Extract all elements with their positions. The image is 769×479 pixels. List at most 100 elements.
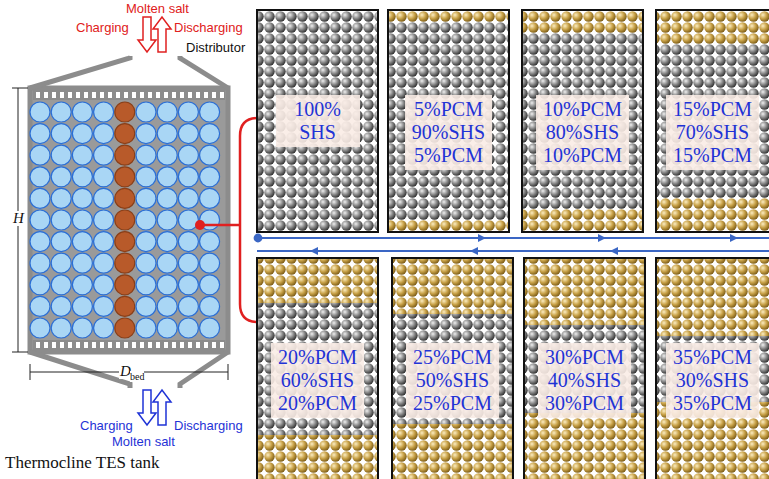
filler-particle: [178, 232, 198, 252]
discharging-arrows: [138, 390, 171, 425]
filler-particle: [51, 296, 71, 316]
filler-particle: [94, 232, 114, 252]
pcm-ground: [258, 435, 377, 479]
panel-border: [656, 10, 769, 232]
distributor-slot: [164, 342, 168, 348]
panel-border: [388, 10, 509, 232]
pcm-ground: [389, 220, 508, 231]
filler-particle: [30, 232, 50, 252]
filler-particle: [94, 253, 114, 273]
pcm-layer: [393, 259, 512, 314]
distributor-slot: [116, 342, 120, 348]
distributor-slot: [44, 342, 48, 348]
filler-particle: [157, 232, 177, 252]
distributor-slot: [44, 92, 48, 98]
distributor-slot: [220, 342, 224, 348]
filler-particle: [72, 318, 92, 338]
filler-particle: [157, 124, 177, 144]
panel-border: [656, 258, 769, 479]
distributor-slot: [148, 92, 152, 98]
filler-particle: [200, 253, 220, 273]
thermocouple-particle: [115, 232, 135, 252]
flow-label: Molten salt: [112, 434, 175, 449]
shs-layer: [657, 259, 769, 479]
filler-particle: [51, 253, 71, 273]
filler-particle: [72, 296, 92, 316]
filler-particle: [30, 318, 50, 338]
distributor-slot: [108, 92, 112, 98]
filler-particle: [72, 275, 92, 295]
thermocouple-particle: [115, 145, 135, 165]
filler-particle: [136, 102, 156, 122]
filler-particle: [94, 145, 114, 165]
packing-panels: [257, 10, 769, 479]
pcm-ground: [525, 259, 644, 325]
filler-particle: [51, 232, 71, 252]
distributor-slot: [100, 92, 104, 98]
charging-arrows: [138, 17, 171, 52]
flow-label: Molten salt: [126, 1, 189, 16]
filler-particle: [51, 210, 71, 230]
distributor-slot: [156, 342, 160, 348]
filler-particle: [157, 275, 177, 295]
filler-particle: [200, 318, 220, 338]
filler-particle: [30, 167, 50, 187]
zoom-bracket: [195, 118, 258, 322]
filler-particle: [136, 275, 156, 295]
figure-caption: Thermocline TES tank: [5, 453, 160, 472]
distributor-slot: [92, 92, 96, 98]
filler-particle: [200, 296, 220, 316]
filler-particle: [72, 145, 92, 165]
flow-label: Discharging: [174, 418, 243, 433]
filler-particle: [72, 167, 92, 187]
distributor-slot: [116, 92, 120, 98]
distributor-slot: [148, 342, 152, 348]
composition-box: 5%PCM90%SHS5%PCM: [405, 95, 492, 170]
composition-text: 15%PCM: [673, 98, 752, 121]
shs-layer: [523, 11, 642, 231]
pcm-layer: [657, 259, 769, 336]
pcm-layer: [389, 220, 508, 231]
distributor-slot: [76, 342, 80, 348]
filler-particle: [136, 318, 156, 338]
composition-box: 10%PCM80%SHS10%PCM: [536, 95, 629, 170]
filler-particle: [157, 318, 177, 338]
composition-text: 50%SHS: [413, 369, 492, 392]
distributor-slot: [196, 342, 200, 348]
thermocouple-particle: [115, 102, 135, 122]
pcm-layer: [258, 435, 377, 479]
composition-box: 30%PCM40%SHS30%PCM: [538, 343, 631, 418]
flow-label: Discharging: [174, 20, 243, 35]
filler-particle: [178, 188, 198, 208]
pcm-ground: [525, 413, 644, 479]
composition-text: 100% SHS: [283, 98, 353, 144]
composition-box: 100% SHS: [276, 95, 360, 147]
filler-particle: [72, 124, 92, 144]
panel-ground: [522, 10, 643, 232]
distributor-slot: [220, 92, 224, 98]
panel-border: [524, 258, 645, 479]
thermocouple-particle: [115, 318, 135, 338]
distributor-slot: [124, 342, 128, 348]
panel-border: [392, 258, 513, 479]
shs-layer: [657, 11, 769, 231]
filler-particle: [136, 232, 156, 252]
composition-text: 30%PCM: [545, 392, 624, 415]
composition-text: 35%PCM: [673, 346, 752, 369]
pcm-ground: [657, 11, 769, 44]
distributor: [33, 340, 225, 350]
filler-particle: [72, 210, 92, 230]
distributor-slot: [188, 92, 192, 98]
filler-particle: [136, 253, 156, 273]
filler-particle: [51, 167, 71, 187]
dimension-subscript: bed: [130, 371, 144, 382]
panel-ground: [524, 258, 645, 479]
distributor-slot: [92, 342, 96, 348]
height-dimension: [12, 88, 28, 352]
filler-particle: [30, 145, 50, 165]
distributor-slot: [204, 92, 208, 98]
composition-box: 15%PCM70%SHS15%PCM: [666, 95, 759, 170]
filler-particle: [136, 296, 156, 316]
thermocouple-particle: [115, 253, 135, 273]
filler-particle: [94, 296, 114, 316]
